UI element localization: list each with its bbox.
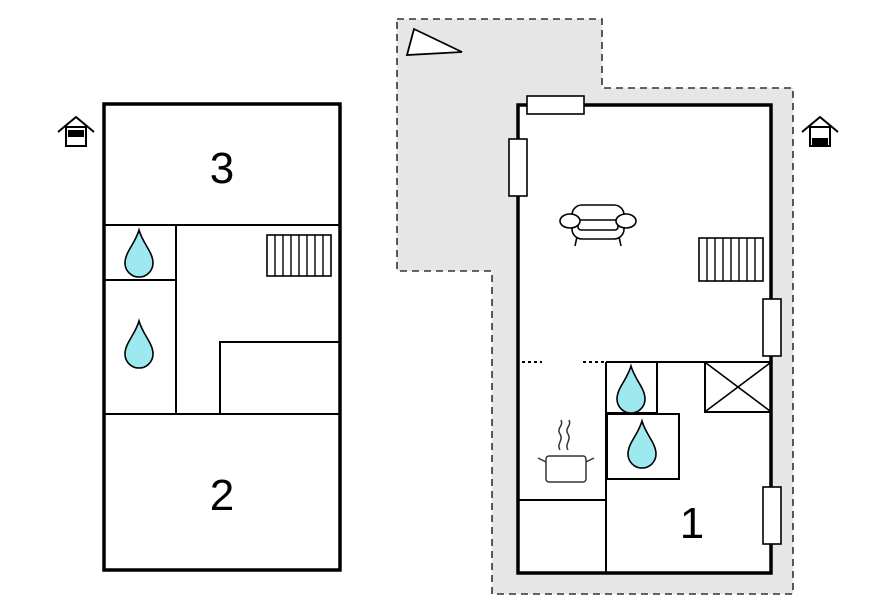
north-arrow-icon [405, 27, 463, 56]
stairs-icon [698, 237, 764, 282]
chimney-cross-icon [705, 362, 771, 412]
room-label-3: 3 [210, 144, 234, 193]
ground-floor-internal-walls [518, 361, 772, 573]
upper-floor-internal-walls [104, 224, 340, 415]
sofa-icon [559, 204, 637, 247]
water-drop-icon [124, 318, 154, 369]
window [762, 298, 782, 357]
water-drop-icon [616, 363, 646, 414]
window [508, 138, 528, 197]
ground-floor-plan: 1 [396, 18, 839, 595]
stairs-icon [266, 234, 332, 277]
window [762, 486, 782, 545]
room-label-2: 2 [210, 471, 234, 520]
house-floor-ground-icon [801, 115, 839, 147]
house-floor-upper-icon [57, 115, 95, 147]
water-drop-icon [124, 227, 154, 278]
upper-floor-plan: 3 2 [57, 102, 342, 572]
room-label-1: 1 [680, 499, 704, 548]
water-drop-icon [627, 418, 657, 469]
ground-floor-outer-wall [516, 103, 773, 575]
cooking-pot-icon [537, 419, 595, 483]
windows [508, 95, 782, 545]
window [526, 95, 585, 115]
